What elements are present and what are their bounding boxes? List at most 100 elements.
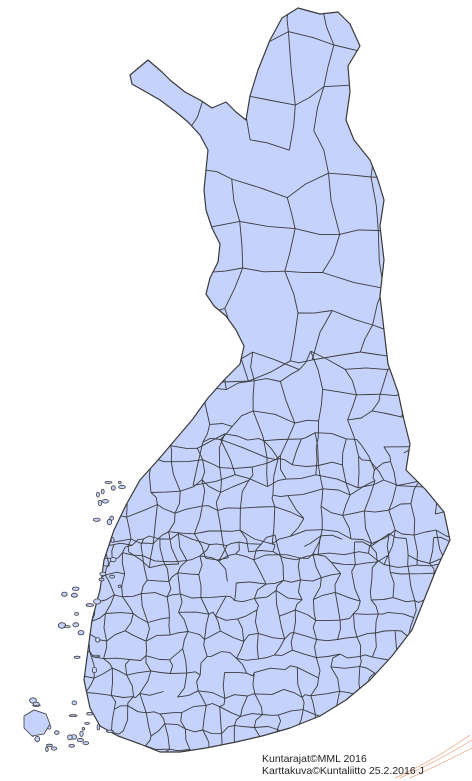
municipality-border (396, 480, 420, 487)
municipality-border (425, 613, 436, 639)
municipality-border (388, 555, 391, 573)
municipality-border (379, 369, 389, 395)
municipality-border (312, 553, 332, 563)
municipality-border (283, 688, 303, 698)
municipality-border (393, 705, 399, 735)
island (110, 537, 115, 543)
municipality-border (238, 541, 262, 545)
municipality-border (145, 712, 152, 737)
municipality-border (169, 748, 190, 752)
municipality-border (186, 671, 201, 676)
municipality-border (275, 590, 303, 601)
municipality-border (224, 267, 244, 309)
municipality-border (378, 230, 421, 237)
municipality-border (84, 705, 88, 711)
municipality-border (287, 172, 329, 199)
municipality-border (218, 433, 226, 468)
municipality-border (341, 438, 347, 465)
municipality-border (447, 459, 450, 472)
municipality-border (86, 772, 111, 774)
municipality-border (427, 692, 434, 705)
municipality-border (128, 434, 146, 444)
municipality-border (372, 469, 376, 481)
municipality-border (356, 708, 379, 715)
municipality-border (220, 479, 250, 493)
municipality-border (159, 712, 182, 715)
municipality-border (186, 762, 198, 774)
municipality-border (433, 536, 450, 544)
municipality-border (186, 555, 201, 562)
municipality-border (181, 704, 207, 714)
municipality-border (142, 555, 164, 562)
municipality-border (234, 725, 255, 728)
municipality-border (262, 714, 279, 716)
municipality-border (297, 557, 301, 580)
municipality-border (105, 594, 115, 614)
municipality-border (405, 708, 412, 725)
island (91, 666, 98, 674)
municipality-border (322, 8, 383, 9)
municipality-border (235, 541, 240, 555)
municipality-border (353, 541, 356, 565)
municipality-border (114, 594, 123, 598)
municipality-border (280, 554, 300, 559)
municipality-border (122, 596, 134, 614)
municipality-border (202, 705, 207, 731)
municipality-border (222, 672, 226, 699)
municipality-border (361, 445, 375, 471)
municipality-border (146, 711, 161, 715)
municipality-border (130, 745, 146, 752)
municipality-border (395, 630, 409, 638)
island (32, 701, 40, 707)
municipality-border (242, 267, 285, 273)
municipality-border (313, 733, 320, 743)
municipality-border (392, 597, 415, 603)
island (86, 712, 94, 716)
municipality-border (231, 52, 242, 95)
municipality-border (340, 613, 354, 621)
municipality-border (331, 562, 342, 574)
municipality-border (145, 655, 170, 661)
municipality-border (86, 706, 92, 736)
island (76, 737, 84, 743)
municipality-border (218, 560, 228, 582)
municipality-border (321, 534, 343, 540)
municipality-border (178, 612, 189, 632)
municipality-border (120, 456, 126, 488)
municipality-border (407, 286, 411, 336)
municipality-border (94, 744, 109, 749)
municipality-border (428, 768, 429, 781)
municipality-border (86, 772, 95, 781)
municipality-border (89, 651, 95, 679)
municipality-border (168, 531, 195, 535)
municipality-border (410, 723, 413, 752)
municipality-border (448, 707, 450, 729)
municipality-border (236, 657, 259, 661)
island (110, 485, 116, 491)
island (71, 586, 80, 591)
municipality-border (62, 710, 65, 731)
municipality-border (284, 270, 323, 273)
island (34, 735, 41, 743)
municipality-border (197, 433, 225, 449)
municipality-border (300, 577, 322, 582)
municipality-border (85, 748, 96, 752)
municipality-border (276, 714, 282, 730)
municipality-border (129, 655, 147, 661)
municipality-border (84, 543, 88, 555)
municipality-border (184, 230, 205, 273)
municipality-border (142, 764, 160, 773)
municipality-border (408, 637, 414, 660)
municipality-border (110, 668, 113, 696)
municipality-border (266, 579, 284, 585)
municipality-border (371, 597, 394, 601)
municipality-border (93, 510, 98, 540)
municipality-border (111, 544, 115, 559)
municipality-border (280, 369, 300, 382)
municipality-border (130, 538, 154, 544)
municipality-border (434, 611, 450, 615)
municipality-border (438, 480, 450, 487)
municipality-border (315, 474, 359, 489)
municipality-border (220, 771, 238, 773)
municipality-border (111, 694, 134, 698)
